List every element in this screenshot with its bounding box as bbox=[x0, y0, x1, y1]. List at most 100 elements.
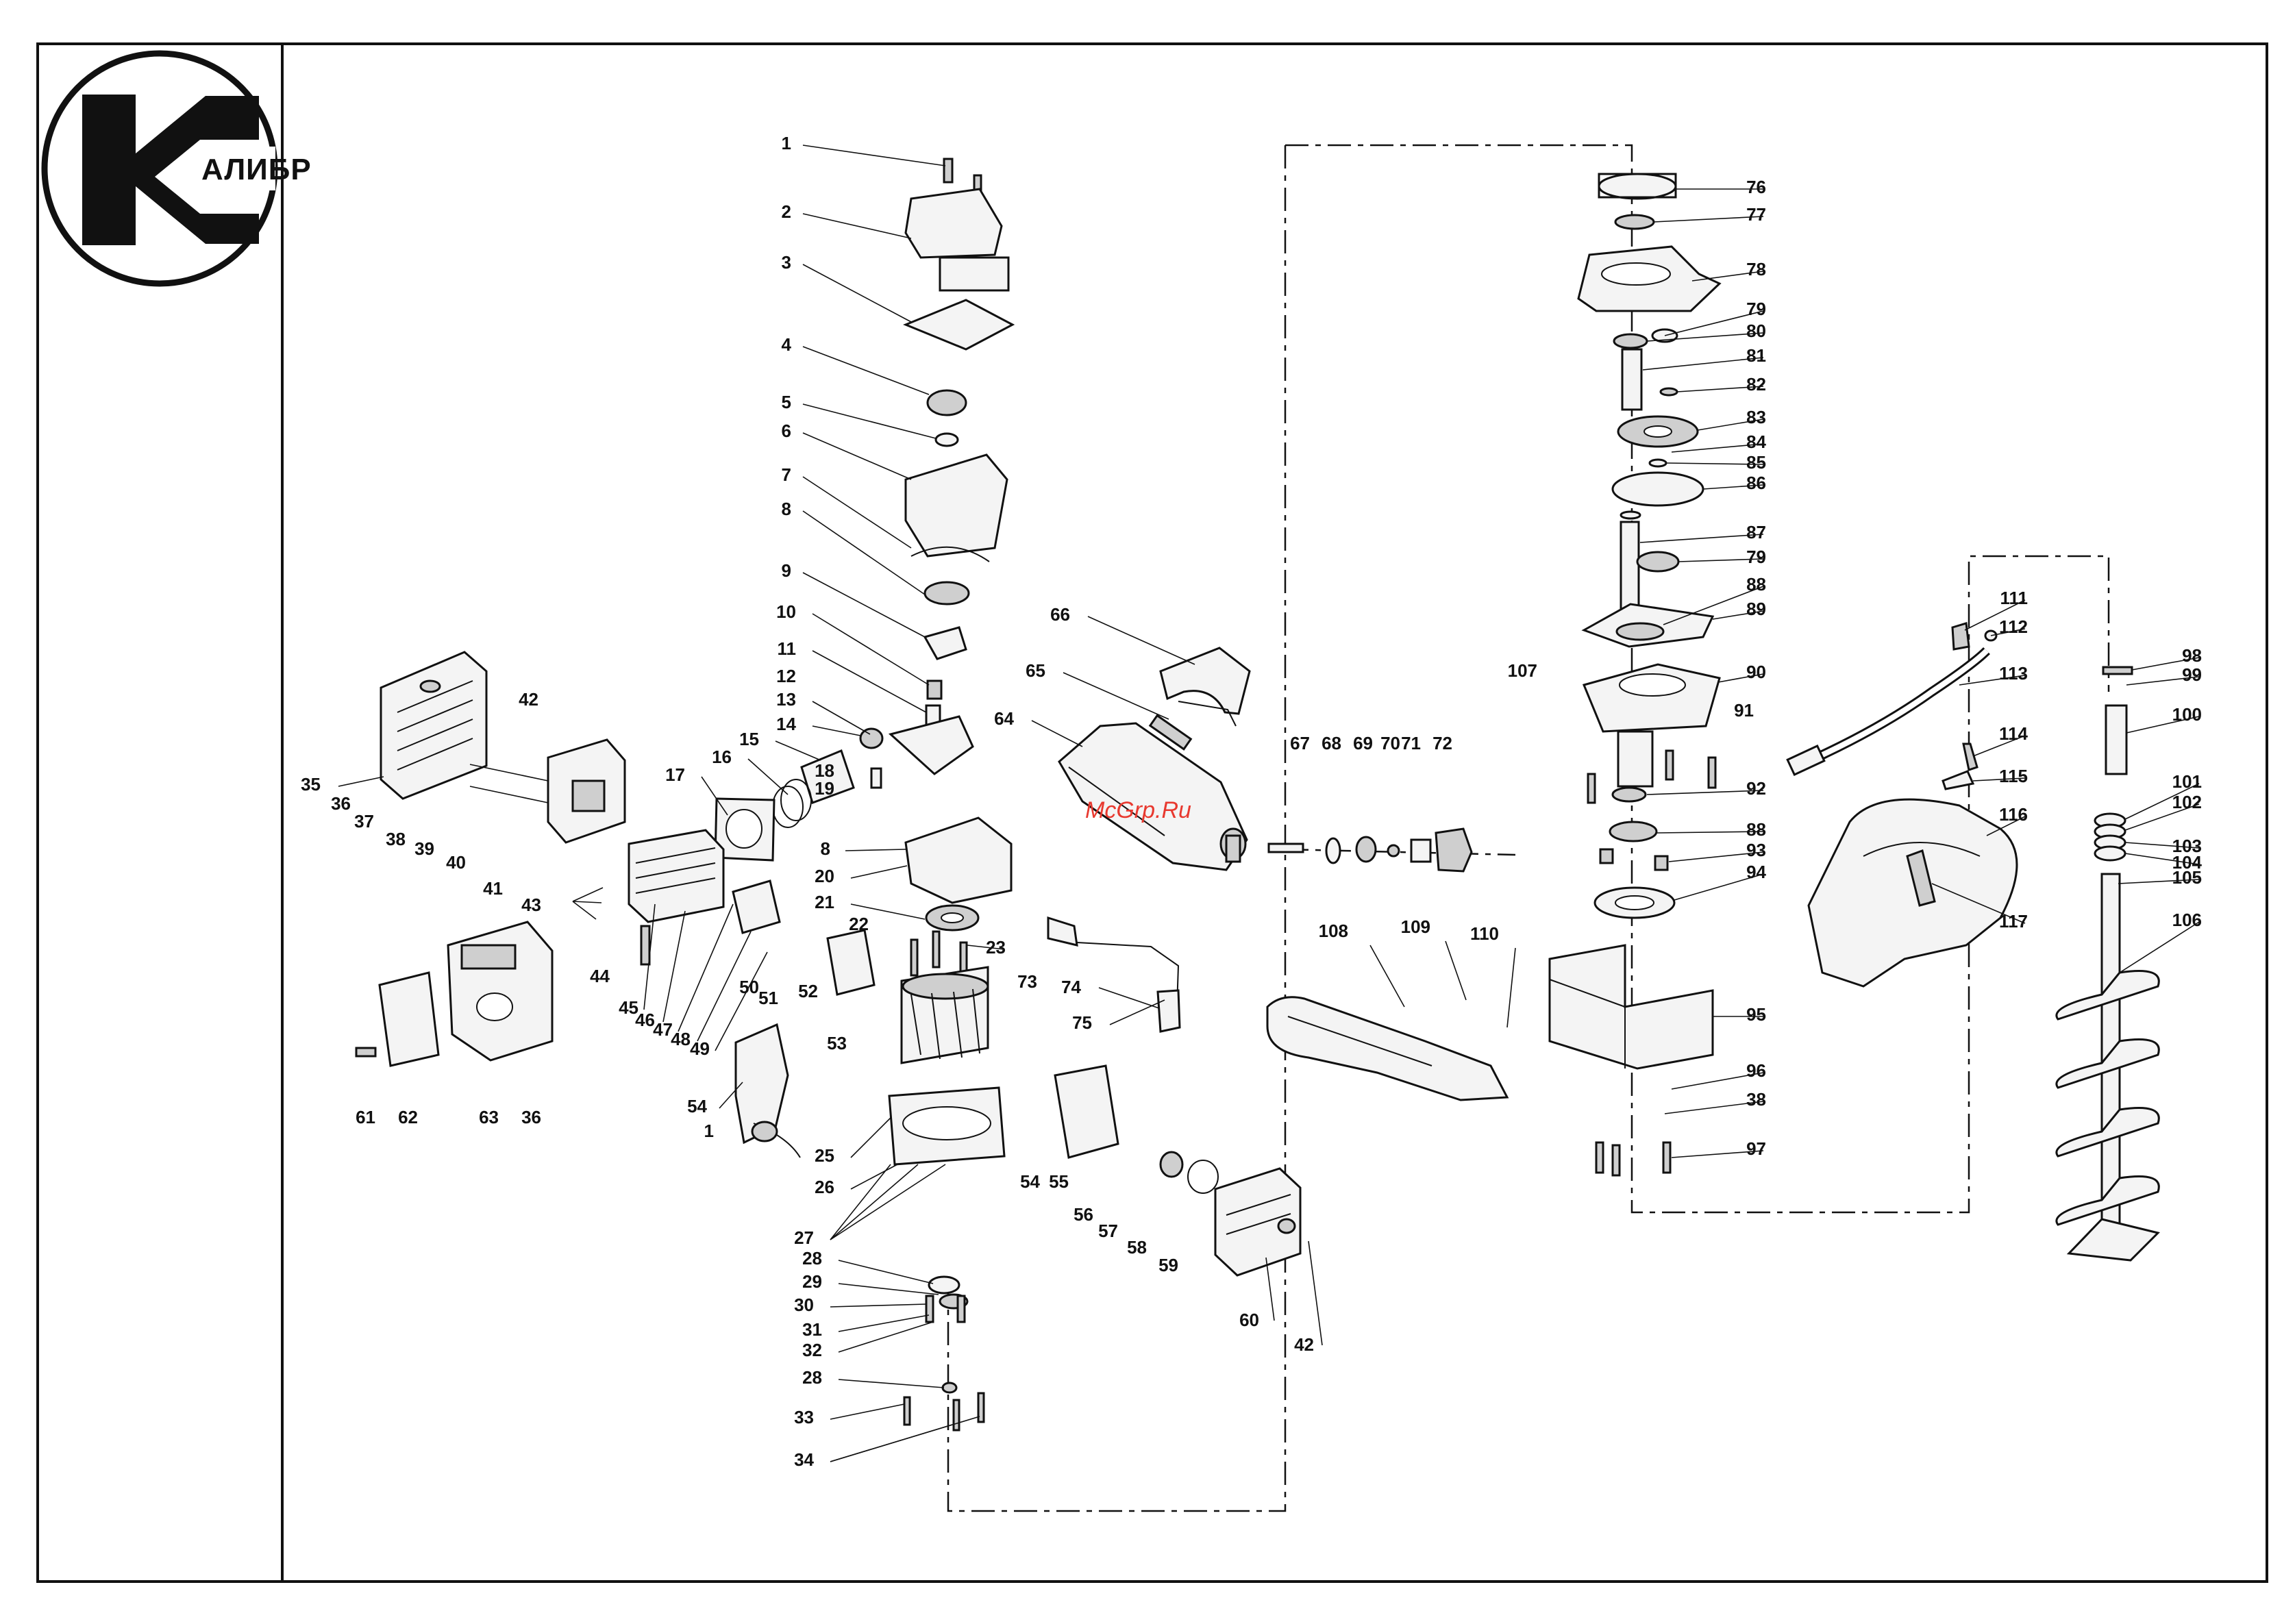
callout-label: 15 bbox=[739, 729, 759, 749]
callout-label: 40 bbox=[446, 852, 466, 873]
callout-label: 76 bbox=[1746, 177, 1766, 197]
callout-label: 43 bbox=[521, 895, 541, 915]
assembly-boundaries bbox=[947, 144, 2110, 1512]
callout-label: 1 bbox=[704, 1121, 714, 1141]
callout-label: 97 bbox=[1746, 1138, 1766, 1159]
callout-label: 84 bbox=[1746, 432, 1766, 452]
brand-logo: АЛИБР bbox=[41, 50, 311, 287]
callout-label: 104 bbox=[2172, 852, 2203, 873]
callout-label: 100 bbox=[2172, 704, 2202, 725]
carburetor-starter-group bbox=[734, 929, 876, 1158]
callout-label: 46 bbox=[635, 1010, 655, 1030]
callout-label: 73 bbox=[1017, 971, 1037, 992]
callout-label: 28 bbox=[802, 1248, 822, 1269]
callout-label: 18 bbox=[815, 760, 834, 781]
callout-label: 38 bbox=[1746, 1089, 1766, 1110]
callout-label: 8 bbox=[821, 838, 830, 859]
callout-label: 31 bbox=[802, 1319, 822, 1340]
callout-label: 49 bbox=[690, 1038, 710, 1059]
callout-label: 91 bbox=[1734, 700, 1754, 721]
callout-label: 77 bbox=[1746, 204, 1766, 225]
callout-label: 39 bbox=[414, 838, 434, 859]
callout-label: 37 bbox=[354, 811, 374, 832]
callout-label: 8 bbox=[782, 499, 791, 519]
watermark-text: McGrp.Ru bbox=[1085, 797, 1191, 823]
callout-label: 11 bbox=[778, 638, 797, 659]
callout-label: 7 bbox=[782, 464, 791, 485]
gearbox-stack bbox=[1577, 173, 1722, 919]
callout-label: 61 bbox=[356, 1107, 375, 1127]
callout-label: 42 bbox=[1294, 1334, 1314, 1355]
callout-label: 105 bbox=[2172, 867, 2202, 888]
callout-label: 72 bbox=[1432, 733, 1452, 753]
callout-label: 67 bbox=[1290, 733, 1310, 753]
callout-label: 101 bbox=[2172, 771, 2202, 792]
callout-label: 74 bbox=[1061, 977, 1081, 997]
outer-frame bbox=[36, 42, 2268, 1583]
callout-label: 83 bbox=[1746, 407, 1766, 427]
callout-label: 6 bbox=[782, 421, 791, 441]
callout-label: 47 bbox=[653, 1019, 673, 1040]
callout-label: 57 bbox=[1098, 1221, 1118, 1241]
callout-label: 109 bbox=[1401, 916, 1430, 937]
callout-label: 65 bbox=[1026, 660, 1045, 681]
callout-label: 113 bbox=[1999, 663, 2028, 684]
callout-label: 114 bbox=[1999, 723, 2028, 744]
callout-label: 103 bbox=[2172, 836, 2202, 856]
callout-label: 30 bbox=[794, 1295, 814, 1315]
callout-label: 95 bbox=[1746, 1004, 1766, 1025]
callout-label: 25 bbox=[815, 1145, 834, 1166]
callout-label: 45 bbox=[619, 997, 638, 1018]
callout-label: 71 bbox=[1401, 733, 1421, 753]
callout-label: 36 bbox=[521, 1107, 541, 1127]
callout-label: 66 bbox=[1050, 604, 1070, 625]
callout-label: 96 bbox=[1746, 1060, 1766, 1081]
callout-label: 52 bbox=[798, 981, 818, 1001]
callout-label: 107 bbox=[1508, 660, 1537, 681]
callout-label: 89 bbox=[1746, 599, 1766, 619]
callout-label: 87 bbox=[1746, 522, 1766, 542]
callout-label: 82 bbox=[1746, 374, 1766, 395]
callout-label: 9 bbox=[782, 560, 791, 581]
callout-label: 115 bbox=[1999, 766, 2028, 786]
callout-label: 22 bbox=[849, 914, 869, 934]
callout-label: 79 bbox=[1746, 299, 1766, 319]
callout-label: 78 bbox=[1746, 259, 1766, 279]
tank-guard-group bbox=[1047, 647, 1302, 1277]
callout-label: 42 bbox=[519, 689, 538, 710]
callout-label: 26 bbox=[815, 1177, 834, 1197]
callout-label: 80 bbox=[1746, 321, 1766, 341]
piston-group bbox=[714, 749, 855, 862]
callout-label: 27 bbox=[794, 1227, 814, 1248]
callout-label: 64 bbox=[994, 708, 1014, 729]
callout-label: 54 bbox=[1020, 1171, 1040, 1192]
callout-label: 16 bbox=[712, 747, 732, 767]
callout-label: 13 bbox=[776, 689, 796, 710]
callout-label: 81 bbox=[1746, 345, 1766, 366]
callout-label: 111 bbox=[2000, 588, 2028, 608]
callout-label: 2 bbox=[782, 201, 791, 222]
callout-label: 90 bbox=[1746, 662, 1766, 682]
callout-label: 75 bbox=[1072, 1012, 1092, 1033]
callout-label: 32 bbox=[802, 1340, 822, 1360]
callout-label: 41 bbox=[483, 878, 503, 899]
callout-label: 36 bbox=[331, 793, 351, 814]
callout-label: 34 bbox=[794, 1449, 814, 1470]
callout-label: 110 bbox=[1470, 923, 1499, 944]
callout-label: 99 bbox=[2182, 664, 2202, 685]
callout-label: 108 bbox=[1319, 921, 1348, 941]
callout-label: 116 bbox=[1999, 804, 2028, 825]
callout-label: 51 bbox=[758, 988, 778, 1008]
callout-label: 14 bbox=[776, 714, 796, 734]
callout-label: 1 bbox=[782, 133, 791, 153]
callout-label: 48 bbox=[671, 1029, 691, 1049]
callout-label: 29 bbox=[802, 1271, 822, 1292]
callout-label: 112 bbox=[1999, 616, 2028, 637]
callout-label: 54 bbox=[687, 1096, 707, 1116]
callout-label: 19 bbox=[815, 778, 834, 799]
callout-label: 88 bbox=[1746, 574, 1766, 595]
callout-label: 69 bbox=[1353, 733, 1373, 753]
callout-label: 63 bbox=[479, 1107, 499, 1127]
